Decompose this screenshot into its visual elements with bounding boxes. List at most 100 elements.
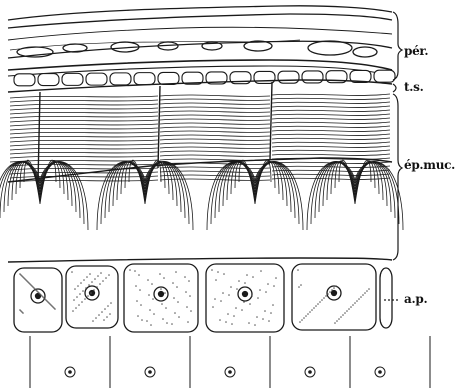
aleurone-granule (87, 295, 89, 297)
aleurone-granule (107, 305, 109, 307)
aleurone-granule (321, 299, 323, 301)
aleurone-granule (102, 280, 104, 282)
epiderm-layer (0, 94, 403, 230)
aleurone-granule (135, 285, 137, 287)
aleurone-granule (160, 288, 162, 290)
aleurone-granule (187, 321, 189, 323)
aleurone-granule (299, 321, 301, 323)
tegument-cell (110, 73, 131, 85)
aleurone-granule (146, 320, 148, 322)
aleurone-granule (342, 314, 344, 316)
aleurone-granule (71, 271, 73, 273)
aleurone-granule (309, 311, 311, 313)
aleurone-granule (81, 301, 83, 303)
aleurone-granule (356, 300, 358, 302)
aleurone-granule (303, 317, 305, 319)
aleurone-granule (22, 312, 24, 314)
aleurone-granule (76, 296, 78, 298)
aleurone-granule (252, 276, 254, 278)
aleurone-granule (233, 315, 235, 317)
aleurone-granule (173, 297, 175, 299)
aleurone-granule (275, 277, 277, 279)
aleurone-granule (244, 282, 246, 284)
aleurone-granule (344, 312, 346, 314)
aleurone-granule (151, 283, 153, 285)
aleurone-stipple (19, 269, 370, 326)
inner-cell-nucleolus (309, 371, 312, 374)
aleurone-granule (348, 308, 350, 310)
aleurone-granule (84, 298, 86, 300)
aleurone-granule (163, 277, 165, 279)
inner-cell-nucleolus (229, 371, 232, 374)
aleurone-granule (272, 304, 274, 306)
aleurone-granule (184, 276, 186, 278)
inner-cell-nucleolus (149, 371, 152, 374)
aleurone-granule (72, 310, 74, 312)
aleurone-granule (327, 293, 329, 295)
aleurone-cell (292, 264, 376, 330)
aleurone-granule (96, 286, 98, 288)
aleurone-granule (137, 315, 139, 317)
aleurone-granule (141, 319, 143, 321)
aleurone-granule (165, 307, 167, 309)
aleurone-granule (91, 281, 93, 283)
aleurone-granule (214, 298, 216, 300)
aleurone-granule (188, 280, 190, 282)
aleurone-granule (336, 320, 338, 322)
pericarp-cell (353, 47, 377, 57)
aleurone-granule (74, 288, 76, 290)
aleurone-granule (89, 273, 91, 275)
epiderm-fold (319, 162, 391, 212)
aleurone-granule (109, 313, 111, 315)
aleurone-granule (148, 294, 150, 296)
aleurone-granule (100, 272, 102, 274)
aleurone-granule (171, 323, 173, 325)
aleurone-cell (124, 264, 198, 332)
tegument-cell (302, 71, 323, 83)
epiderm-label: ép.muc. (404, 158, 455, 172)
aleurone-granule (175, 271, 177, 273)
aleurone-granule (338, 318, 340, 320)
aleurone-granule (222, 292, 224, 294)
epiderm-striation (10, 130, 390, 134)
epiderm-striation (10, 126, 390, 130)
aleurone-granule (86, 276, 88, 278)
aleurone-granule (172, 282, 174, 284)
aleurone-granule (73, 299, 75, 301)
epiderm-striation (10, 150, 390, 154)
aleurone-granule (251, 295, 253, 297)
aleurone-granule (231, 323, 233, 325)
aleurone-granule (149, 309, 151, 311)
aleurone-granule (134, 270, 136, 272)
pericarp-cell (308, 41, 352, 55)
epiderm-striation (10, 138, 390, 142)
aleurone-granule (257, 297, 259, 299)
aleurone-granule (333, 287, 335, 289)
epiderm-striation (10, 114, 390, 118)
aleurone-granule (177, 301, 179, 303)
aleurone-cell (380, 268, 392, 328)
aleurone-layer (14, 264, 392, 332)
aleurone-granule (265, 291, 267, 293)
aleurone-granule (161, 303, 163, 305)
aleurone-granule (246, 274, 248, 276)
tegument-cell (62, 73, 83, 85)
aleurone-granule (311, 309, 313, 311)
epiderm-striation (10, 106, 390, 110)
epiderm-striation (10, 98, 390, 102)
aleurone-granule (268, 320, 270, 322)
aleurone-granule (270, 312, 272, 314)
aleurone-granule (238, 280, 240, 282)
aleurone-granule (186, 306, 188, 308)
aleurone-granule (77, 285, 79, 287)
aleurone-granule (94, 278, 96, 280)
aleurone-granule (334, 322, 336, 324)
aleurone-granule (85, 287, 87, 289)
aleurone-granule (230, 286, 232, 288)
aleurone-granule (174, 312, 176, 314)
aleurone-granule (340, 316, 342, 318)
aleurone-granule (110, 302, 112, 304)
aleurone-granule (301, 319, 303, 321)
aleurone-granule (215, 279, 217, 281)
aleurone-granule (164, 292, 166, 294)
